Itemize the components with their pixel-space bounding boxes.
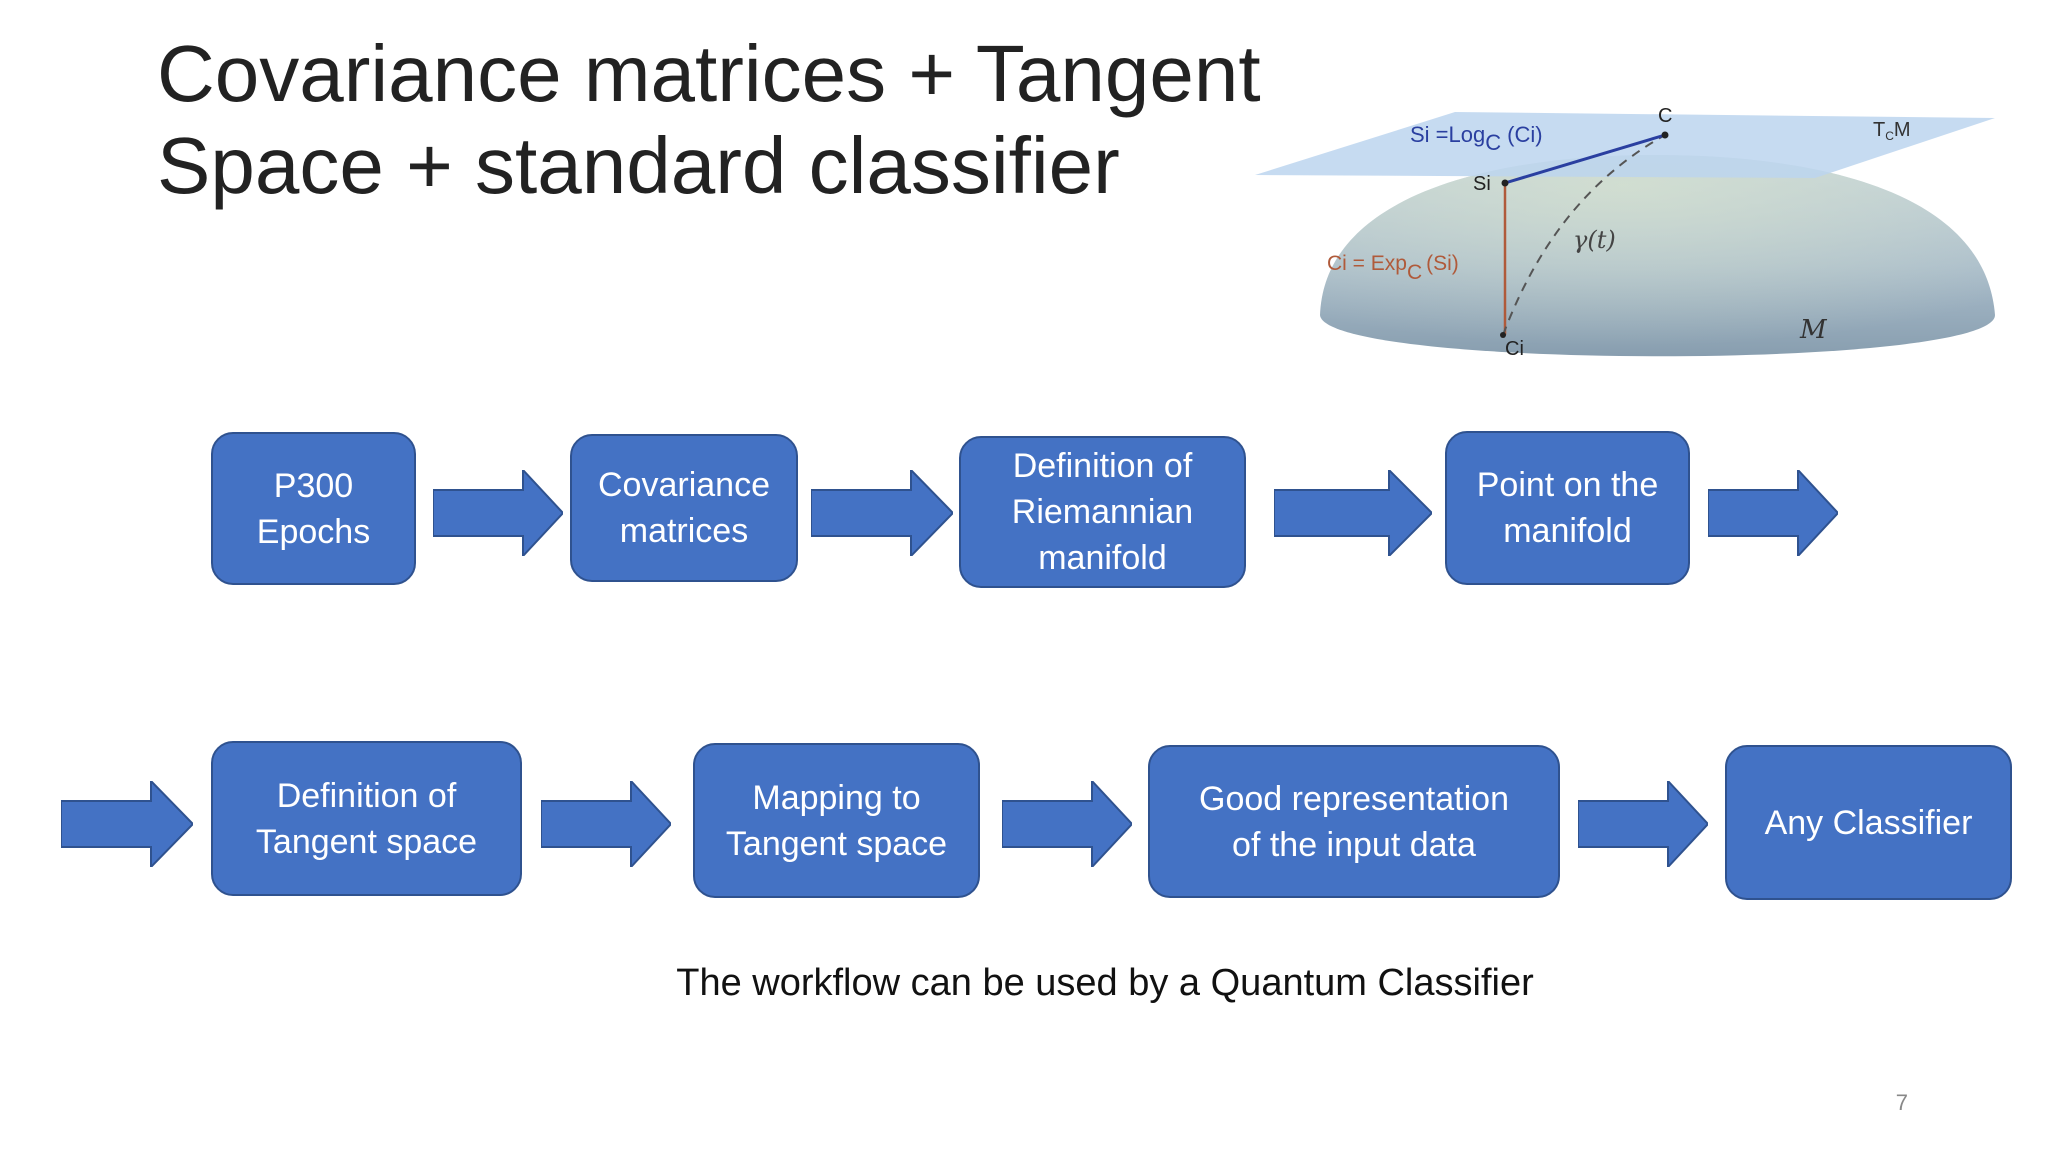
step-mapping-tangent-space: Mapping to Tangent space [693, 743, 980, 898]
manifold-highlight [1320, 155, 1995, 357]
arrow-right-icon [1274, 470, 1432, 556]
step-label: Good representation of the input data [1199, 779, 1509, 864]
step-label: Point on the manifold [1476, 466, 1659, 550]
geodesic-label: γ(t) [1573, 226, 1616, 254]
point-c-dot [1661, 131, 1669, 139]
slide-title: Covariance matrices + Tangent Space + st… [157, 28, 1261, 212]
tangent-plane [1255, 112, 1995, 178]
geodesic-curve [1502, 134, 1666, 336]
arrow-right-icon [1578, 781, 1708, 867]
step-label: P300 Epochs [256, 466, 371, 551]
step-tangent-space: Definition of Tangent space [211, 741, 522, 896]
step-p300-epochs: P300 Epochs [211, 432, 416, 585]
log-map-label: Si =LogC(Ci) [1410, 122, 1543, 155]
step-label: Definition of Riemannian manifold [1011, 447, 1194, 577]
point-ci-dot [1500, 332, 1506, 338]
arrow-right-icon [1708, 470, 1838, 556]
point-si-label: Si [1473, 173, 1491, 195]
point-c-label: C [1658, 105, 1672, 127]
page-number: 7 [1895, 1090, 1908, 1115]
exp-map-label: Ci = ExpC(Si) [1327, 252, 1459, 284]
point-ci-label: Ci [1505, 338, 1524, 360]
step-label: Definition of Tangent space [255, 776, 478, 861]
step-any-classifier: Any Classifier [1725, 745, 2012, 900]
step-good-representation: Good representation of the input data [1148, 745, 1560, 898]
tangent-plane-label: TCM [1873, 119, 1911, 143]
step-riemannian-manifold: Definition of Riemannian manifold [959, 436, 1246, 588]
log-map-line [1504, 133, 1666, 185]
arrow-right-icon [811, 470, 953, 556]
point-si-dot [1501, 179, 1509, 187]
step-label: Mapping to Tangent space [725, 778, 948, 863]
arrow-right-icon [1002, 781, 1132, 867]
title-line-1: Covariance matrices + Tangent [157, 29, 1261, 118]
step-covariance-matrices: Covariance matrices [570, 434, 798, 582]
title-line-2: Space + standard classifier [157, 121, 1120, 210]
arrow-right-icon [61, 781, 193, 867]
workflow-caption: The workflow can be used by a Quantum Cl… [676, 962, 1534, 1004]
step-label: Covariance matrices [598, 466, 770, 550]
manifold-illustration: Si =LogC(Ci) C TCM Si γ(t) Ci = ExpC(Si)… [1255, 105, 1995, 360]
step-point-on-manifold: Point on the manifold [1445, 431, 1690, 585]
arrow-right-icon [541, 781, 671, 867]
arrow-right-icon [433, 470, 563, 556]
manifold-label: M [1799, 315, 1828, 345]
step-label: Any Classifier [1764, 803, 1973, 842]
